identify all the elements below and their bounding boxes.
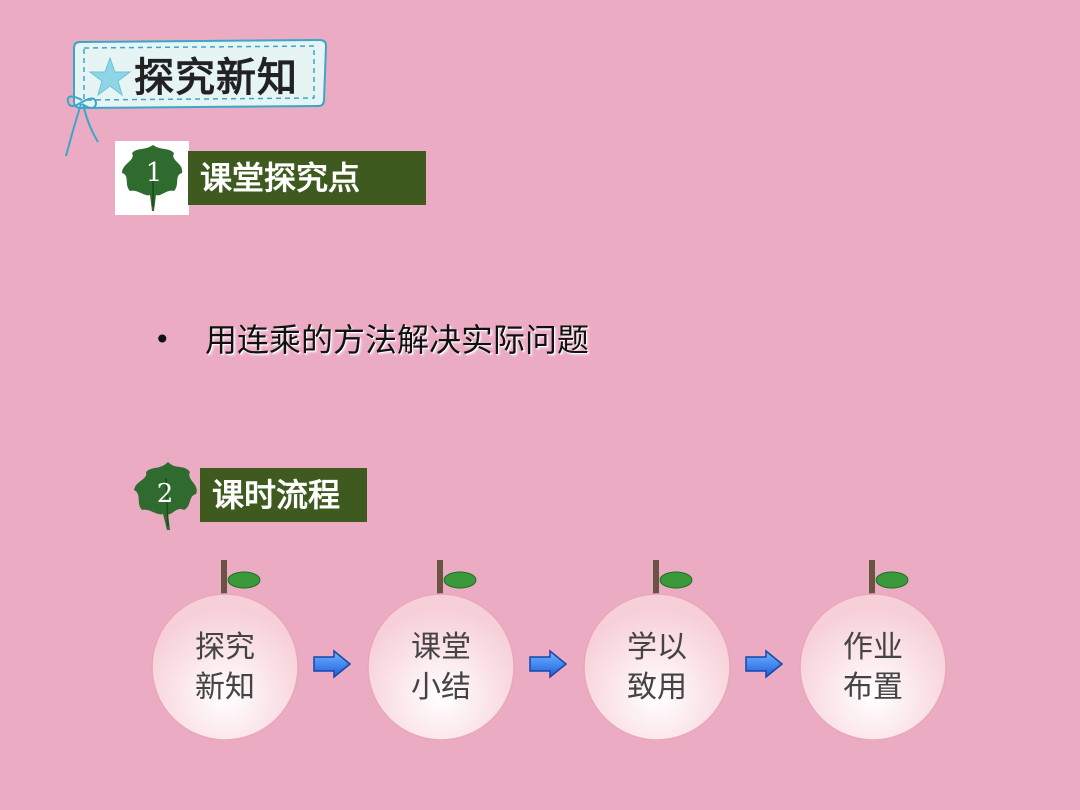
flow-step-4: 作业 布置: [798, 558, 948, 740]
peach-icon: [799, 560, 947, 740]
bullet-marker: •: [154, 323, 171, 356]
section-title-bar: 课时流程: [200, 468, 367, 522]
flow-step-2: 课堂 小结: [366, 558, 516, 740]
section-title-bar: 课堂探究点: [188, 151, 426, 205]
peach-icon: [367, 560, 515, 740]
badge-title: 探究新知: [134, 55, 298, 101]
leaf-icon: [134, 462, 197, 530]
flow-step-label: 学以 致用: [627, 630, 687, 705]
flow-step-label: 课堂 小结: [411, 630, 471, 705]
section-number: 1: [145, 158, 163, 188]
peach-icon: [151, 560, 299, 740]
section-number: 2: [156, 479, 174, 509]
flow-step-1: 探究 新知: [150, 558, 300, 740]
star-icon: [88, 56, 132, 97]
arrow-right-icon: [745, 649, 784, 679]
title-badge: [65, 38, 328, 157]
flow-step-label: 探究 新知: [195, 630, 255, 705]
bullet-text: 用连乘的方法解决实际问题: [205, 321, 590, 359]
flow-step-3: 学以 致用: [582, 558, 732, 740]
leaf-icon: [122, 145, 183, 211]
arrow-right-icon: [529, 649, 568, 679]
peach-icon: [583, 560, 731, 740]
arrow-right-icon: [313, 649, 352, 679]
flow-step-label: 作业 布置: [843, 630, 903, 705]
ribbon-icon: [65, 95, 99, 157]
